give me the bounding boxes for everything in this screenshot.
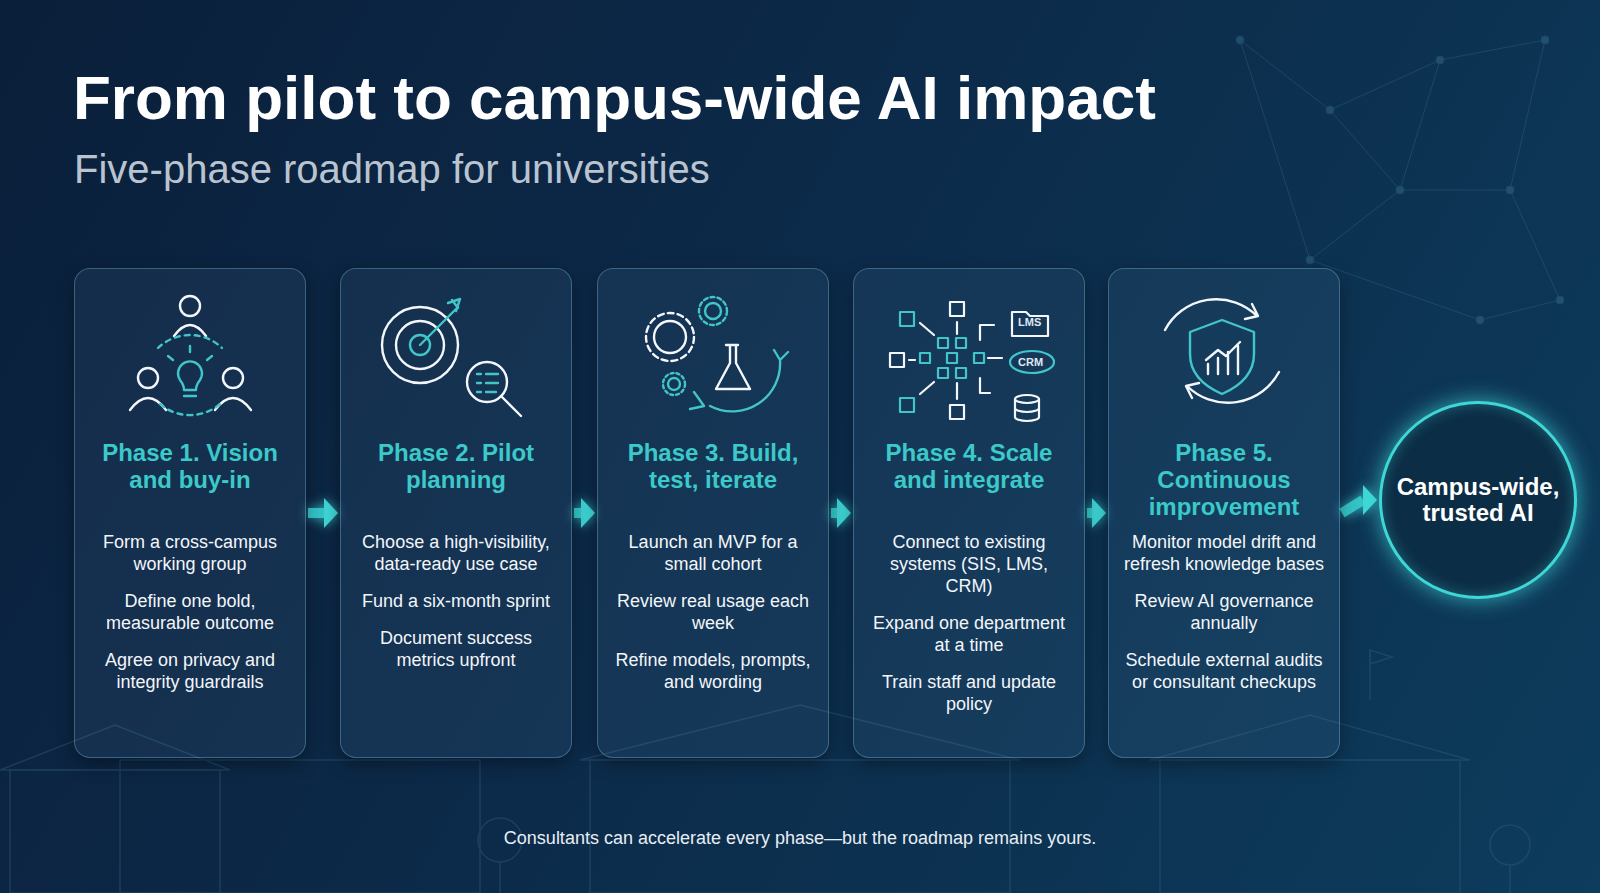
phase-step: Choose a high-visibility, data-ready use… (353, 531, 559, 575)
phase-step: Connect to existing systems (SIS, LMS, C… (866, 531, 1072, 597)
footer-caption: Consultants can accelerate every phase—b… (0, 828, 1600, 849)
phase-card: Phase 3. Build, test, iterateLaunch an M… (597, 268, 829, 758)
flow-arrow (574, 498, 595, 528)
phase-step: Schedule external audits or consultant c… (1121, 649, 1327, 693)
arrow-shaft (831, 508, 837, 518)
arrow-head (1363, 485, 1377, 515)
arrow-shaft (1342, 500, 1363, 513)
goal-circle: Campus-wide, trusted AI (1379, 401, 1577, 599)
phase-step: Review AI governance annually (1121, 590, 1327, 634)
arrow-head (837, 498, 851, 528)
phase-step: Fund a six-month sprint (362, 590, 550, 612)
phase-heading: Phase 3. Build, test, iterate (610, 439, 816, 523)
phase-heading: Phase 2. Pilot planning (353, 439, 559, 523)
phase-step: Form a cross-campus working group (87, 531, 293, 575)
phase-card: Phase 1. Vision and buy-inForm a cross-c… (74, 268, 306, 758)
phase-heading: Phase 1. Vision and buy-in (87, 439, 293, 523)
flow-arrow (1087, 498, 1106, 528)
diagram-title: From pilot to campus-wide AI impact (73, 62, 1156, 133)
arrow-shaft (308, 508, 324, 518)
phase-step: Refine models, prompts, and wording (610, 649, 816, 693)
arrow-head (581, 498, 595, 528)
flow-arrow (1342, 485, 1377, 515)
phase-card: Phase 4. Scale and integrateConnect to e… (853, 268, 1085, 758)
arrow-shaft (1087, 508, 1092, 518)
subtitle: Five-phase roadmap for universities (74, 147, 710, 192)
phase-step: Document success metrics upfront (353, 627, 559, 671)
phase-card: Phase 2. Pilot planningChoose a high-vis… (340, 268, 572, 758)
phase-step: Review real usage each week (610, 590, 816, 634)
goal-text: Campus-wide, trusted AI (1382, 474, 1574, 526)
arrow-shaft (574, 508, 581, 518)
flow-arrow (308, 498, 338, 528)
phase-step: Agree on privacy and integrity guardrail… (87, 649, 293, 693)
phase-card: Phase 5. Continuous improvementMonitor m… (1108, 268, 1340, 758)
phase-step: Launch an MVP for a small cohort (610, 531, 816, 575)
phase-step: Expand one department at a time (866, 612, 1072, 656)
phase-heading: Phase 5. Continuous improvement (1121, 439, 1327, 523)
phase-step: Define one bold, measurable outcome (87, 590, 293, 634)
phase-step: Monitor model drift and refresh knowledg… (1121, 531, 1327, 575)
phase-heading: Phase 4. Scale and integrate (866, 439, 1072, 523)
arrow-head (324, 498, 338, 528)
phase-step: Train staff and update policy (866, 671, 1072, 715)
arrow-head (1092, 498, 1106, 528)
flow-arrow (831, 498, 851, 528)
